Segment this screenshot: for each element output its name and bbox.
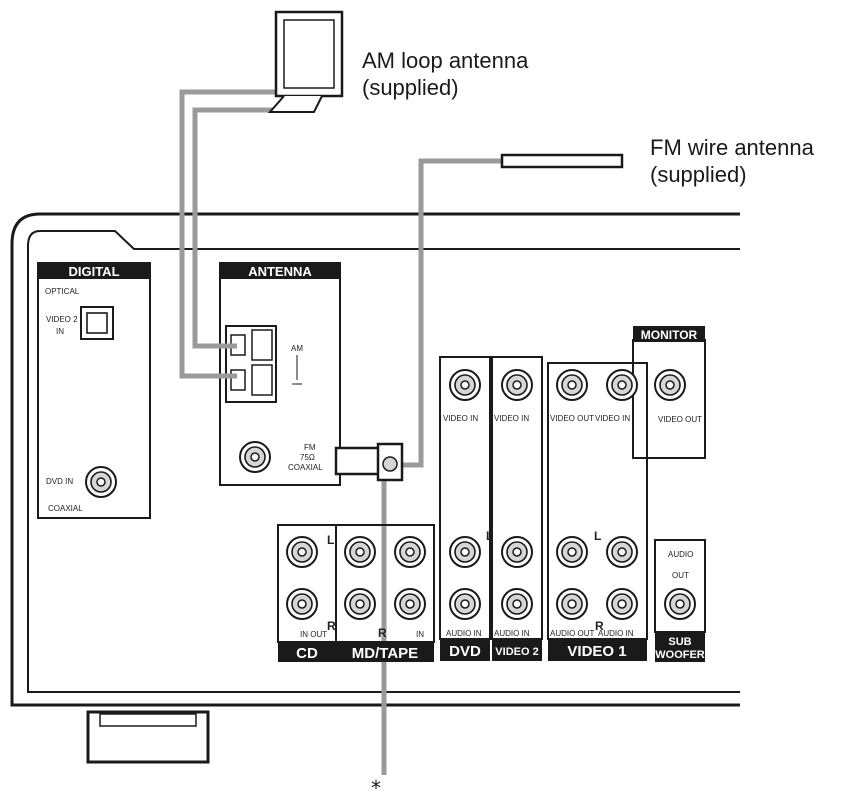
md-tape-out-r-jack[interactable]	[344, 588, 376, 620]
dvd-audio-in-label: AUDIO IN	[446, 629, 482, 638]
video2-audio-in-l-jack[interactable]	[501, 536, 533, 568]
am-label: AM	[291, 344, 303, 353]
video2-in-label-2: IN	[56, 327, 64, 336]
video1-video-out-label: VIDEO OUT	[550, 414, 594, 423]
video1-r-label: R	[595, 619, 604, 633]
md-tape-in-l-jack[interactable]	[394, 536, 426, 568]
cd-r-label: R	[327, 619, 336, 633]
video2-video-in-label: VIDEO IN	[494, 414, 529, 423]
video1-audio-out-r-jack[interactable]	[556, 588, 588, 620]
cd-in-out-label: IN OUT	[300, 630, 327, 639]
sub-out-label: OUT	[672, 571, 689, 580]
receiver-chassis	[10, 212, 740, 707]
fm-wire-antenna	[500, 153, 624, 169]
cd-in-r-jack[interactable]	[286, 588, 318, 620]
optical-label: OPTICAL	[45, 287, 80, 296]
fm-coaxial-plug	[334, 442, 404, 482]
coaxial-label: COAXIAL	[48, 504, 83, 513]
digital-section: DIGITAL OPTICAL VIDEO 2 IN DVD IN COAXIA…	[37, 262, 151, 519]
dvd-audio-in-l-jack[interactable]	[449, 536, 481, 568]
am-cable-2	[192, 107, 300, 349]
dvd-video-in-jack[interactable]	[449, 369, 481, 401]
video2-section: VIDEO IN AUDIO IN VIDEO 2	[491, 356, 543, 661]
am-callout-line2: (supplied)	[362, 75, 459, 100]
video1-video-in-label: VIDEO IN	[595, 414, 630, 423]
fm-coaxial-label: COAXIAL	[288, 463, 323, 472]
am-callout-line1: AM loop antenna	[362, 48, 529, 73]
dvd-section: VIDEO IN L AUDIO IN DVD	[439, 356, 493, 661]
cd-l-label: L	[327, 533, 334, 547]
footnote-asterisk: *	[371, 776, 381, 800]
fm-callout-line1: FM wire antenna	[650, 135, 814, 160]
video1-audio-out-l-jack[interactable]	[556, 536, 588, 568]
md-tape-out-l-jack[interactable]	[344, 536, 376, 568]
md-tape-in-label: IN	[416, 630, 424, 639]
dvd-in-label: DVD IN	[46, 477, 73, 486]
cd-in-l-jack[interactable]	[286, 536, 318, 568]
sub-audio-label: AUDIO	[668, 550, 693, 559]
woofer-header: WOOFER	[655, 649, 705, 661]
md-tape-r-label: R	[378, 626, 387, 640]
am-cable-1	[179, 89, 285, 379]
am-loop-antenna	[267, 10, 344, 113]
fm-label: FM	[304, 443, 316, 452]
video1-audio-in-l-jack[interactable]	[606, 536, 638, 568]
monitor-video-out-jack[interactable]	[654, 369, 686, 401]
video2-audio-in-r-jack[interactable]	[501, 588, 533, 620]
video2-video-in-jack[interactable]	[501, 369, 533, 401]
dvd-video-in-label: VIDEO IN	[443, 414, 478, 423]
md-tape-section: R IN MD/TAPE	[335, 524, 435, 662]
fm-coaxial-jack[interactable]	[239, 441, 271, 473]
cd-section: L R IN OUT CD	[277, 524, 337, 662]
md-tape-header: MD/TAPE	[352, 645, 418, 662]
receiver-foot	[86, 710, 210, 764]
antenna-cables	[179, 89, 502, 775]
video1-l-label: L	[594, 529, 601, 543]
subwoofer-out-jack[interactable]	[664, 588, 696, 620]
monitor-video-out-label: VIDEO OUT	[658, 415, 702, 424]
fm-cable	[403, 158, 502, 468]
am-antenna-callout: AM loop antenna (supplied)	[362, 47, 528, 101]
video1-section: VIDEO OUT VIDEO IN L R AUDIO OUT AUDIO I…	[547, 362, 648, 661]
video2-audio-in-label: AUDIO IN	[494, 629, 530, 638]
fm-antenna-callout: FM wire antenna (supplied)	[650, 134, 814, 188]
video1-header: VIDEO 1	[567, 643, 626, 660]
monitor-section: MONITOR VIDEO OUT	[632, 326, 706, 459]
cd-header: CD	[296, 645, 318, 662]
video1-video-out-jack[interactable]	[556, 369, 588, 401]
video2-in-label: VIDEO 2	[46, 315, 78, 324]
antenna-section: ANTENNA AM FM 75Ω COAXIAL	[219, 262, 341, 486]
subwoofer-section: AUDIO OUT SUB WOOFER	[654, 539, 706, 662]
video2-header: VIDEO 2	[495, 646, 538, 658]
fm-75ohm-label: 75Ω	[300, 453, 315, 462]
monitor-header: MONITOR	[641, 328, 698, 342]
antenna-header: ANTENNA	[248, 264, 312, 279]
video1-audio-in-r-jack[interactable]	[606, 588, 638, 620]
dvd-coaxial-jack[interactable]	[85, 466, 117, 498]
dvd-header: DVD	[449, 643, 481, 660]
digital-header: DIGITAL	[68, 264, 119, 279]
fm-callout-line2: (supplied)	[650, 162, 747, 187]
md-tape-in-r-jack[interactable]	[394, 588, 426, 620]
video1-video-in-jack[interactable]	[606, 369, 638, 401]
sub-header: SUB	[668, 636, 691, 648]
dvd-audio-in-r-jack[interactable]	[449, 588, 481, 620]
video1-audio-in-label: AUDIO IN	[598, 629, 634, 638]
video1-audio-out-label: AUDIO OUT	[550, 629, 595, 638]
dvd-l-label: L	[486, 529, 493, 543]
